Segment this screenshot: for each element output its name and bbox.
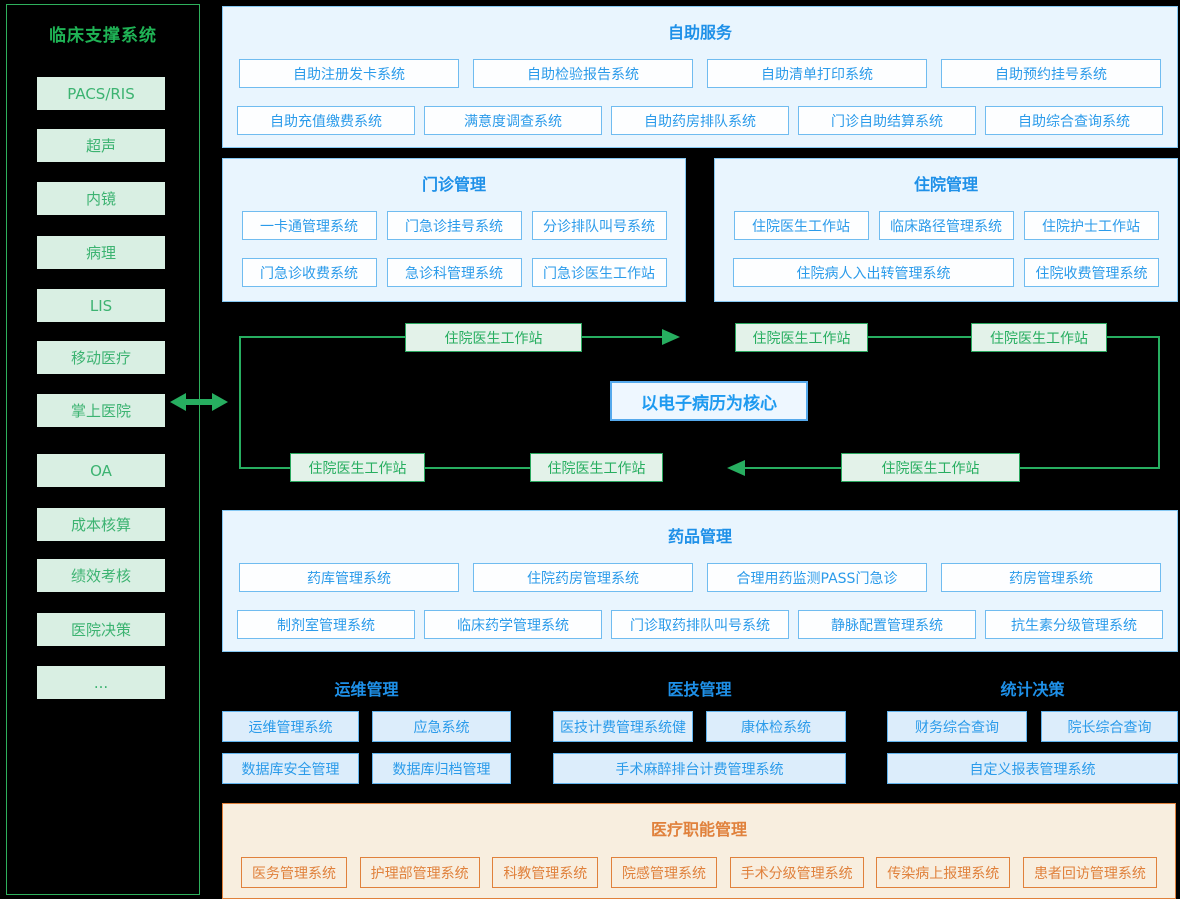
self-lab-report-system-button[interactable]: 自助检验报告系统 <box>473 59 693 88</box>
surgery-anesthesia-billing-button[interactable]: 手术麻醉排台计费管理系统 <box>553 753 846 784</box>
custom-report-system-button[interactable]: 自定义报表管理系统 <box>887 753 1178 784</box>
sidebar-item-ultrasound[interactable]: 超声 <box>37 129 165 162</box>
clinical-pathway-system-button[interactable]: 临床路径管理系统 <box>878 211 1014 240</box>
self-inquiry-system-button[interactable]: 自助综合查询系统 <box>985 106 1163 135</box>
preparation-room-system-button[interactable]: 制剂室管理系统 <box>237 610 415 639</box>
surgery-grading-system-button[interactable]: 手术分级管理系统 <box>729 857 864 888</box>
loop-bottomleft-line <box>239 467 290 469</box>
emr-workstation-top-1[interactable]: 住院医生工作站 <box>405 323 582 352</box>
infection-system-button[interactable]: 院感管理系统 <box>610 857 717 888</box>
outpatient-self-settlement-button[interactable]: 门诊自助结算系统 <box>798 106 976 135</box>
emergency-system-button[interactable]: 应急系统 <box>372 711 511 742</box>
inpatient-nurse-workstation-button[interactable]: 住院护士工作站 <box>1023 211 1159 240</box>
self-register-card-system-button[interactable]: 自助注册发卡系统 <box>239 59 459 88</box>
antibiotic-grading-system-button[interactable]: 抗生素分级管理系统 <box>985 610 1163 639</box>
self-appointment-system-button[interactable]: 自助预约挂号系统 <box>941 59 1161 88</box>
loop-line-t2-t3 <box>868 336 971 338</box>
dean-inquiry-button[interactable]: 院长综合查询 <box>1041 711 1178 742</box>
medical-affairs-system-button[interactable]: 医务管理系统 <box>241 857 347 888</box>
inpatient-title: 住院管理 <box>913 175 978 194</box>
medtech-title: 医技管理 <box>667 680 732 699</box>
medtech-billing-system-button[interactable]: 医技计费管理系统健 <box>553 711 693 742</box>
arrow-left-icon <box>727 460 745 476</box>
ops-management-system-button[interactable]: 运维管理系统 <box>222 711 359 742</box>
inpatient-pharmacy-system-button[interactable]: 住院药房管理系统 <box>473 563 693 592</box>
db-archive-button[interactable]: 数据库归档管理 <box>372 753 511 784</box>
iv-config-system-button[interactable]: 静脉配置管理系统 <box>798 610 976 639</box>
outpatient-panel: 门诊管理 一卡通管理系统 门急诊挂号系统 分诊排队叫号系统 门急诊收费系统 急诊… <box>222 158 686 302</box>
satisfaction-survey-system-button[interactable]: 满意度调查系统 <box>424 106 602 135</box>
er-doctor-workstation-button[interactable]: 门急诊医生工作站 <box>531 258 667 287</box>
emr-core-box: 以电子病历为核心 <box>610 381 808 421</box>
loop-topleft-line <box>239 336 405 338</box>
one-card-system-button[interactable]: 一卡通管理系统 <box>241 211 377 240</box>
emr-workstation-bottom-2[interactable]: 住院医生工作站 <box>530 453 663 482</box>
emr-workstation-top-3[interactable]: 住院医生工作站 <box>971 323 1107 352</box>
self-service-panel: 自助服务 自助注册发卡系统 自助检验报告系统 自助清单打印系统 自助预约挂号系统… <box>222 6 1178 148</box>
emr-workstation-top-2[interactable]: 住院医生工作站 <box>735 323 868 352</box>
db-security-button[interactable]: 数据库安全管理 <box>222 753 359 784</box>
self-pharmacy-queue-system-button[interactable]: 自助药房排队系统 <box>611 106 789 135</box>
medical-admin-panel: 医疗职能管理 医务管理系统 护理部管理系统 科教管理系统 院感管理系统 手术分级… <box>222 803 1176 899</box>
sidebar-item-more[interactable]: ... <box>37 666 165 699</box>
loop-line-b2-b1 <box>425 467 530 469</box>
triage-queue-system-button[interactable]: 分诊排队叫号系统 <box>531 211 667 240</box>
emr-workstation-bottom-1[interactable]: 住院医生工作站 <box>290 453 425 482</box>
medical-admin-title: 医疗职能管理 <box>650 820 747 839</box>
education-system-button[interactable]: 科教管理系统 <box>492 857 599 888</box>
sidebar-link-double-arrow-icon <box>170 393 228 411</box>
sidebar-item-lis[interactable]: LIS <box>37 289 165 322</box>
sidebar-item-palm-hospital[interactable]: 掌上医院 <box>37 394 165 427</box>
pharmacy-management-system-button[interactable]: 药房管理系统 <box>941 563 1161 592</box>
finance-inquiry-button[interactable]: 财务综合查询 <box>887 711 1027 742</box>
infectious-disease-report-button[interactable]: 传染病上报理系统 <box>876 857 1011 888</box>
self-recharge-system-button[interactable]: 自助充值缴费系统 <box>237 106 415 135</box>
patient-followup-system-button[interactable]: 患者回访管理系统 <box>1022 857 1157 888</box>
arrow-right-icon <box>662 329 680 345</box>
sidebar-item-oa[interactable]: OA <box>37 454 165 487</box>
nursing-dept-system-button[interactable]: 护理部管理系统 <box>359 857 480 888</box>
inpatient-panel: 住院管理 住院医生工作站 临床路径管理系统 住院护士工作站 住院病人入出转管理系… <box>714 158 1178 302</box>
sidebar-item-hospital-decision[interactable]: 医院决策 <box>37 613 165 646</box>
sidebar-title: 临床支撑系统 <box>49 26 157 46</box>
loop-line-b3-b2 <box>745 467 841 469</box>
sidebar-item-cost-accounting[interactable]: 成本核算 <box>37 508 165 541</box>
sidebar-item-pacs-ris[interactable]: PACS/RIS <box>37 77 165 110</box>
er-charging-system-button[interactable]: 门急诊收费系统 <box>241 258 377 287</box>
self-list-print-system-button[interactable]: 自助清单打印系统 <box>707 59 927 88</box>
clinical-support-sidebar: 临床支撑系统 PACS/RIS 超声 内镜 病理 LIS 移动医疗 掌上医院 O… <box>6 4 200 895</box>
drug-warehouse-system-button[interactable]: 药库管理系统 <box>239 563 459 592</box>
pharmacy-panel: 药品管理 药库管理系统 住院药房管理系统 合理用药监测PASS门急诊 药房管理系… <box>222 510 1178 652</box>
er-registration-system-button[interactable]: 门急诊挂号系统 <box>386 211 522 240</box>
sidebar-item-mobile-medical[interactable]: 移动医疗 <box>37 341 165 374</box>
loop-bottomright-line <box>1020 467 1160 469</box>
ops-title: 运维管理 <box>334 680 399 699</box>
stats-title: 统计决策 <box>1000 680 1065 699</box>
loop-line-t1-t2 <box>582 336 662 338</box>
er-dept-management-button[interactable]: 急诊科管理系统 <box>386 258 522 287</box>
pass-drug-monitor-button[interactable]: 合理用药监测PASS门急诊 <box>707 563 927 592</box>
pharmacy-title: 药品管理 <box>667 527 732 546</box>
drug-pickup-queue-system-button[interactable]: 门诊取药排队叫号系统 <box>611 610 789 639</box>
sidebar-item-pathology[interactable]: 病理 <box>37 236 165 269</box>
sidebar-item-endoscopy[interactable]: 内镜 <box>37 182 165 215</box>
emr-workstation-bottom-3[interactable]: 住院医生工作站 <box>841 453 1020 482</box>
self-service-title: 自助服务 <box>667 23 732 42</box>
inpatient-doctor-workstation-button[interactable]: 住院医生工作站 <box>733 211 869 240</box>
sidebar-item-performance[interactable]: 绩效考核 <box>37 559 165 592</box>
outpatient-title: 门诊管理 <box>421 175 486 194</box>
health-checkup-system-button[interactable]: 康体检系统 <box>706 711 846 742</box>
inpatient-charging-system-button[interactable]: 住院收费管理系统 <box>1024 258 1159 287</box>
loop-right-line <box>1158 338 1160 469</box>
clinical-pharmacy-system-button[interactable]: 临床药学管理系统 <box>424 610 602 639</box>
loop-topright-line <box>1107 336 1160 338</box>
loop-left-line <box>239 338 241 468</box>
patient-transfer-system-button[interactable]: 住院病人入出转管理系统 <box>733 258 1014 287</box>
